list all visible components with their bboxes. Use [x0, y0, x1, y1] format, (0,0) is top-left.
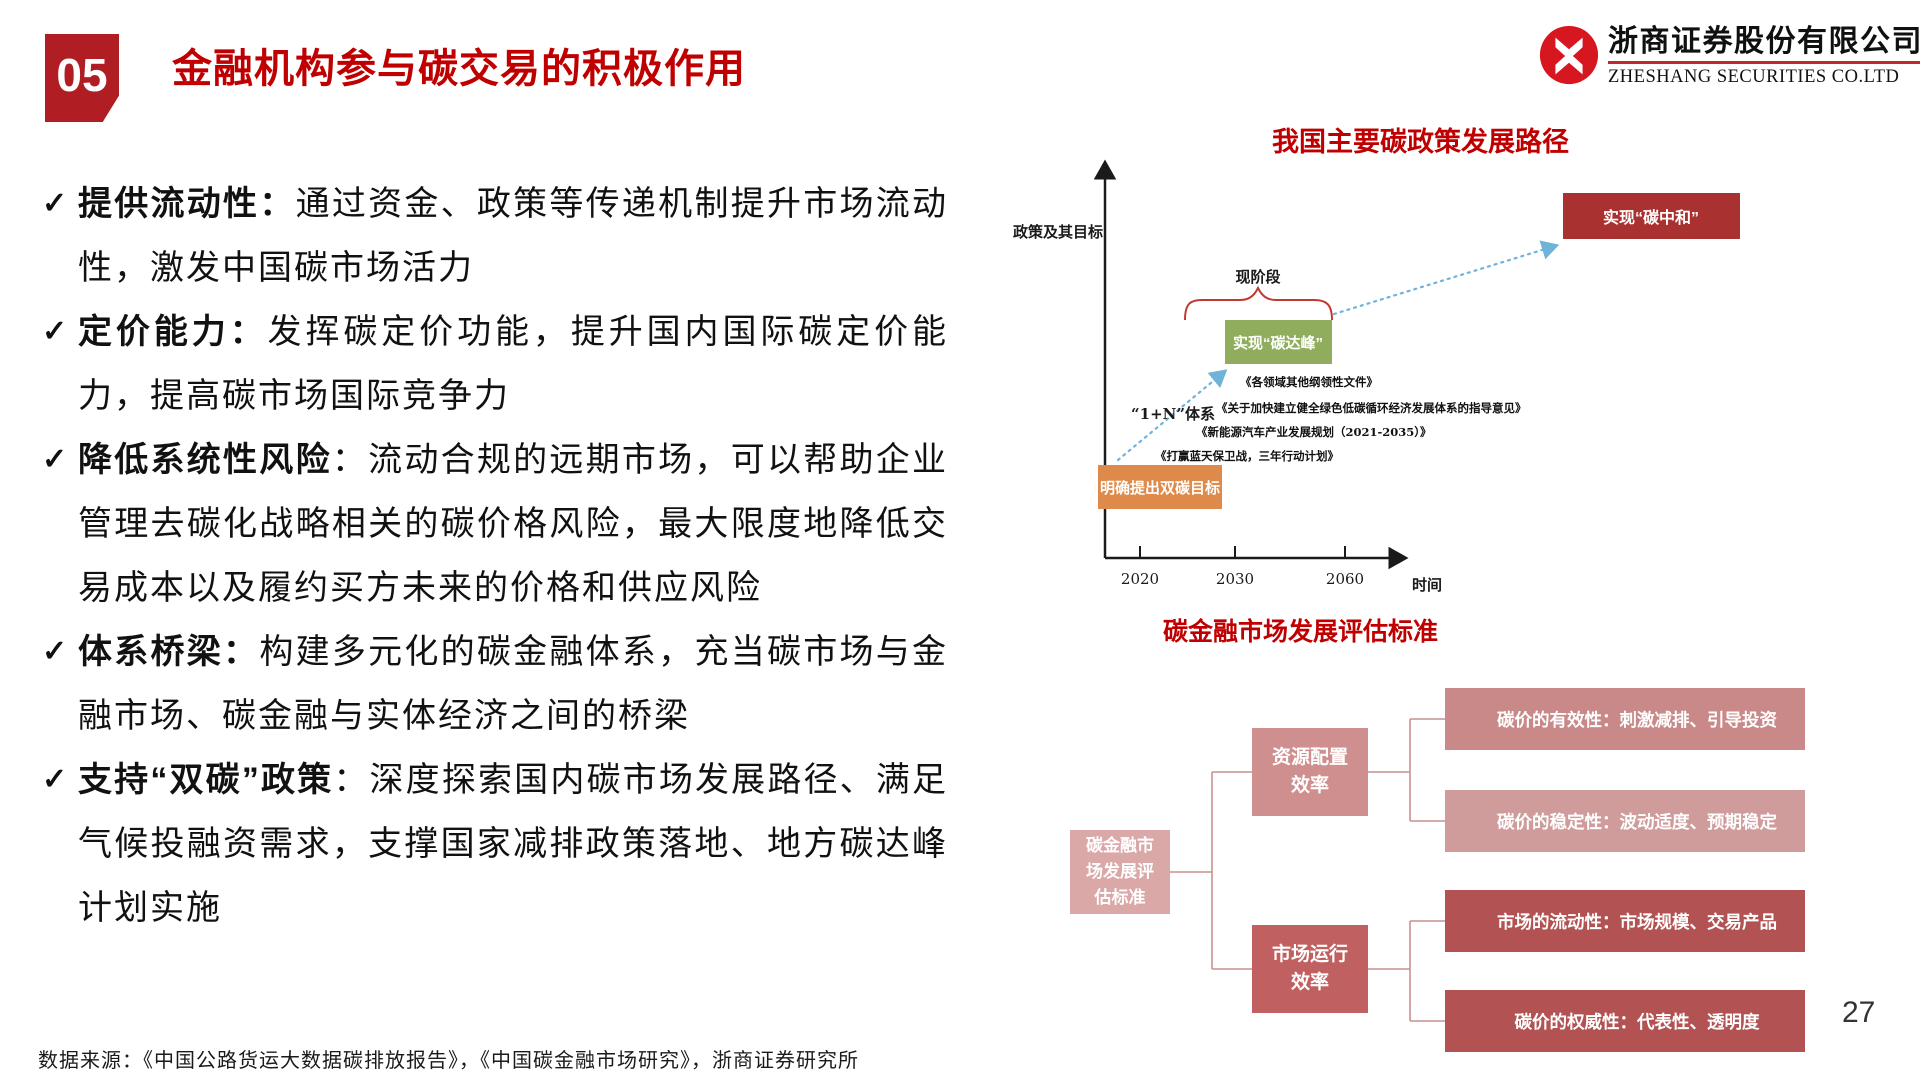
checkmark-icon: ✓	[42, 315, 68, 348]
bullet-label: 定价能力：	[78, 313, 268, 351]
leaf-head: 碳价的有效性：	[1497, 709, 1620, 730]
tree-leaf-price-stability: 碳价的稳定性： 波动适度、预期稳定	[1445, 790, 1805, 852]
policy-path-chart: 政策及其目标 2020 2030 2060 时间 现阶段 实现“碳中和” 实现“…	[1013, 159, 1740, 594]
assessment-tree-title: 碳金融市场发展评估标准	[1163, 618, 1439, 646]
system-label: “1+N”体系	[1131, 405, 1215, 423]
logo-divider	[1608, 61, 1920, 64]
data-source-note: 数据来源：《中国公路货运大数据碳排放报告》，《中国碳金融市场研究》，浙商证券研究…	[38, 1050, 859, 1072]
company-logo: 浙商证券股份有限公司 ZHESHANG SECURITIES CO.LTD	[1538, 24, 1920, 88]
x-axis-label: 时间	[1412, 576, 1442, 594]
policy-document: 《打赢蓝天保卫战，三年行动计划》	[1155, 449, 1339, 463]
stage-label: 现阶段	[1235, 268, 1280, 286]
y-axis-label: 政策及其目标	[1013, 223, 1103, 241]
carbon-peak-label: 实现“碳达峰”	[1233, 334, 1323, 352]
tree-leaf-price-authority: 碳价的权威性： 代表性、透明度	[1445, 990, 1805, 1052]
section-number: 05	[56, 49, 108, 101]
list-item: ✓ 提供流动性：通过资金、政策等传递机制提升市场流动性，激发中国碳市场活力	[30, 172, 948, 300]
bullet-text: 发挥碳定价功能，提升国内国际碳定价能力，提高碳市场国际竞争力	[78, 313, 949, 415]
assessment-tree: 碳金融市场发展评估标准 资源配置效率 市场运行效率 碳价的有效性： 刺激减排、引…	[860, 650, 1920, 1080]
bullet-text: 构建多元化的碳金融体系，充当碳市场与金融市场、碳金融与实体经济之间的桥梁	[78, 633, 949, 735]
list-item: ✓ 降低系统性风险：流动合规的远期市场，可以帮助企业管理去碳化战略相关的碳价格风…	[30, 428, 948, 620]
bullet-label: 降低系统性风险	[78, 441, 332, 479]
leaf-head: 碳价的权威性：	[1514, 1011, 1638, 1032]
company-name-cn: 浙商证券股份有限公司	[1608, 25, 1920, 58]
x-tick-label: 2020	[1121, 570, 1159, 588]
key-points-list: ✓ 提供流动性：通过资金、政策等传递机制提升市场流动性，激发中国碳市场活力 ✓ …	[30, 172, 948, 940]
leaf-head: 碳价的稳定性：	[1497, 811, 1620, 832]
checkmark-icon: ✓	[42, 635, 68, 668]
carbon-neutral-label: 实现“碳中和”	[1603, 208, 1699, 227]
page-title: 金融机构参与碳交易的积极作用	[172, 47, 746, 91]
trend-arrow-to-neutral	[1332, 240, 1560, 316]
policy-chart-title: 我国主要碳政策发展路径	[1272, 127, 1569, 157]
company-name-block: 浙商证券股份有限公司 ZHESHANG SECURITIES CO.LTD	[1608, 24, 1920, 88]
checkmark-icon: ✓	[42, 187, 68, 220]
trend-arrow-to-peak	[1116, 369, 1228, 462]
x-tick-label: 2060	[1326, 570, 1364, 588]
leaf-desc: 代表性、透明度	[1637, 1011, 1760, 1032]
dual-carbon-box	[1098, 465, 1222, 509]
company-name-en: ZHESHANG SECURITIES CO.LTD	[1608, 67, 1900, 87]
checkmark-icon: ✓	[42, 443, 68, 476]
bullet-label: 体系桥梁：	[78, 633, 260, 671]
dual-carbon-label: 明确提出双碳目标	[1100, 479, 1220, 497]
stage-brace	[1184, 285, 1333, 321]
list-item: ✓ 支持“双碳”政策：深度探索国内碳市场发展路径、满足气候投融资需求，支撑国家减…	[30, 748, 948, 940]
policy-document: 《各领域其他纲领性文件》	[1240, 375, 1378, 389]
carbon-neutral-box	[1563, 193, 1740, 239]
leaf-desc: 刺激减排、引导投资	[1619, 709, 1778, 730]
bullet-text: ：深度探索国内碳市场发展路径、满足气候投融资需求，支撑国家减排政策落地、地方碳达…	[78, 761, 949, 927]
bullet-text: ：流动合规的远期市场，可以帮助企业管理去碳化战略相关的碳价格风险，最大限度地降低…	[78, 441, 949, 607]
bullet-text: 通过资金、政策等传递机制提升市场流动性，激发中国碳市场活力	[78, 185, 949, 287]
zheshang-logo-icon	[1539, 25, 1599, 85]
bullet-label: 提供流动性：	[78, 185, 296, 223]
leaf-head: 市场的流动性：	[1497, 911, 1620, 932]
leaf-desc: 市场规模、交易产品	[1619, 911, 1778, 932]
page-number: 27	[1842, 996, 1876, 1029]
leaf-desc: 波动适度、预期稳定	[1619, 811, 1778, 832]
tree-root-node: 碳金融市场发展评估标准	[1070, 830, 1170, 914]
carbon-peak-box	[1225, 320, 1332, 364]
policy-document: 《新能源汽车产业发展规划（2021-2035）》	[1196, 425, 1432, 439]
list-item: ✓ 定价能力：发挥碳定价功能，提升国内国际碳定价能力，提高碳市场国际竞争力	[30, 300, 948, 428]
x-tick-label: 2030	[1216, 570, 1254, 588]
tree-leaf-market-liquidity: 市场的流动性： 市场规模、交易产品	[1445, 890, 1805, 952]
tree-connectors	[1170, 718, 1445, 1022]
bullet-label: 支持“双碳”政策	[78, 761, 334, 799]
tree-branch-resource-efficiency: 资源配置效率	[1252, 728, 1368, 816]
list-item: ✓ 体系桥梁：构建多元化的碳金融体系，充当碳市场与金融市场、碳金融与实体经济之间…	[30, 620, 948, 748]
checkmark-icon: ✓	[42, 763, 68, 796]
section-number-badge: 05	[45, 34, 119, 122]
tree-leaf-price-effectiveness: 碳价的有效性： 刺激减排、引导投资	[1445, 688, 1805, 750]
policy-document: 《关于加快建立健全绿色低碳循环经济发展体系的指导意见》	[1216, 401, 1527, 415]
tree-branch-market-operation: 市场运行效率	[1252, 925, 1368, 1013]
